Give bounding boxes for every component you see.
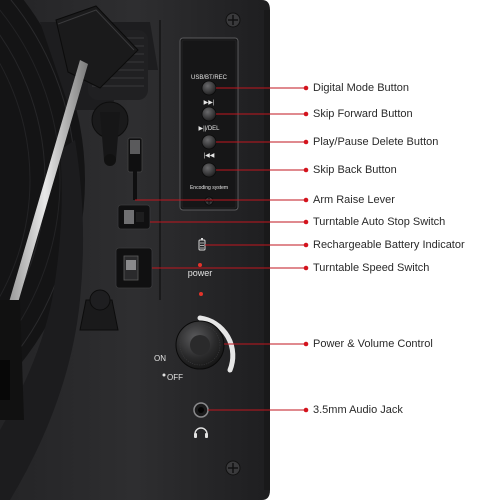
panel-screw-icon (204, 196, 214, 206)
screw-icon (225, 460, 241, 476)
skip-forward-button[interactable] (201, 106, 217, 122)
callout-play-pause-delete-button: Play/Pause Delete Button (313, 136, 439, 148)
screw-icon (225, 12, 241, 28)
volume-arc (197, 315, 236, 373)
callout-skip-back-button: Skip Back Button (313, 164, 397, 176)
encoding-system-caption: Encoding system (190, 185, 228, 191)
play-pause-delete-button[interactable] (201, 134, 217, 150)
callout-power-volume-control: Power & Volume Control (313, 338, 433, 350)
status-led (199, 292, 203, 296)
callout-skip-forward-button: Skip Forward Button (313, 108, 413, 120)
skip-back-button[interactable] (201, 162, 217, 178)
control-panel (179, 37, 239, 211)
callout-digital-mode-button: Digital Mode Button (313, 82, 409, 94)
play-pause-delete-caption: ▶||/DEL (198, 126, 220, 132)
power-led-indicator (198, 263, 202, 267)
callout-battery-indicator: Rechargeable Battery Indicator (313, 239, 465, 251)
power-label: power (188, 268, 213, 278)
power-volume-knob[interactable] (175, 320, 225, 370)
audio-jack[interactable] (193, 402, 209, 418)
usb-bt-rec-caption: USB/BT/REC (191, 75, 228, 81)
callout-audio-jack: 3.5mm Audio Jack (313, 404, 403, 416)
off-label: OFF (167, 373, 183, 382)
callout-lines (135, 87, 304, 411)
tonearm (2, 60, 88, 330)
callout-arm-raise-lever: Arm Raise Lever (313, 194, 395, 206)
speed-switch (115, 247, 153, 289)
arm-raise-lever (127, 137, 143, 200)
on-off-dot (162, 373, 166, 377)
auto-stop-switch (117, 204, 151, 230)
tonearm-counterweight (55, 5, 139, 89)
headphone-icon (194, 427, 208, 438)
callout-auto-stop-switch: Turntable Auto Stop Switch (313, 216, 446, 228)
cartridge (0, 360, 10, 400)
body-edge (264, 10, 270, 490)
skip-forward-caption: ▶▶| (204, 100, 215, 106)
callout-speed-switch: Turntable Speed Switch (313, 262, 430, 274)
callout-dots (303, 85, 309, 413)
on-label: ON (154, 354, 166, 363)
skip-back-caption: |◀◀ (204, 153, 215, 159)
digital-mode-button[interactable] (201, 80, 217, 96)
turntable-foot (79, 289, 119, 331)
